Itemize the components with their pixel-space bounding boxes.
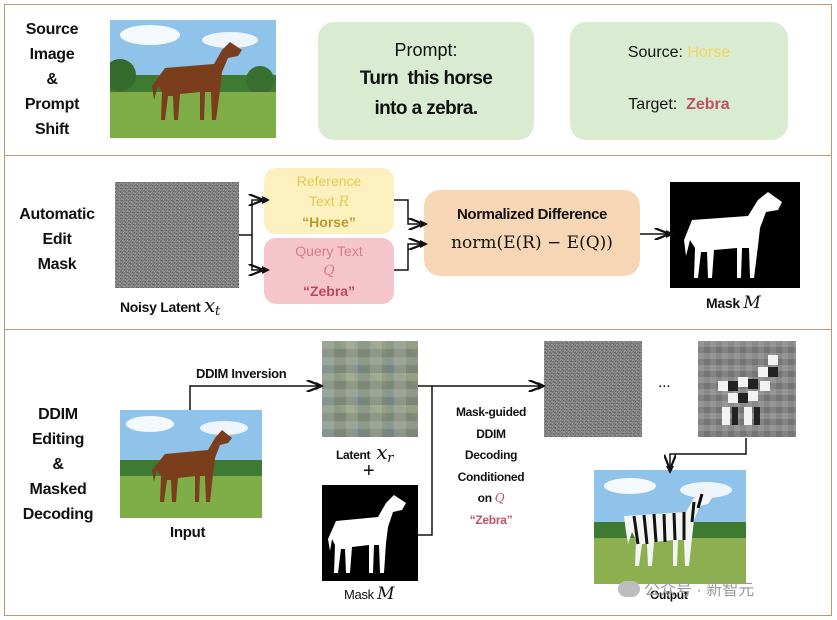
input-mask-image [322,485,418,581]
horse-mask-small-icon [328,495,406,573]
mask-m-small-label: Mask M [344,584,395,604]
target-word-zebra: Zebra [686,96,730,113]
source-word-horse: Horse [687,44,731,61]
query-text-box: Query Text Q “Zebra” [264,238,394,304]
watermark: 公众号 · 新智元 [618,576,754,600]
decoding-pixel-zebra-image [698,341,796,437]
output-label: Output [650,588,688,602]
panel1-title: Source Image & Prompt Shift [24,21,80,138]
reference-text-box: Reference Text R “Horse” [264,168,394,234]
output-zebra-photo-icon [594,470,746,584]
ddim-inversion-label: DDIM Inversion [196,366,287,381]
decoding-noise-image [544,341,642,437]
wechat-icon [618,581,640,597]
noisy-latent-image [115,182,239,288]
mask-guided-text: Mask-guided DDIM Decoding Conditioned on… [455,405,527,527]
ellipsis: ... [658,374,671,391]
prompt-box: Prompt: Turn this horse into a zebra. [318,22,534,140]
input-label: Input [170,524,206,541]
target-line: Target: Zebra [628,96,730,113]
latent-xr-label: Latent xr [336,440,394,466]
noisy-latent-label: Noisy Latent xt [120,293,220,319]
horse-photo-icon [110,20,276,138]
pixel-zebra-icon [718,355,778,425]
panel3-title: DDIM Editing & Masked Decoding [22,406,94,523]
source-line: Source: Horse [627,44,731,61]
normalized-difference-box: Normalized Difference norm(E(R) − E(Q)) [424,190,640,276]
input-horse-photo-icon [120,410,262,518]
pixel-latent-image [322,341,418,437]
plus-sign: + [363,460,375,482]
edit-mask-image [670,182,800,288]
source-target-box: Source: Horse Target: Zebra [570,22,788,140]
mask-m-label: Mask M [706,293,761,313]
panel2-title: Automatic Edit Mask [19,206,95,273]
horse-mask-icon [684,192,782,278]
